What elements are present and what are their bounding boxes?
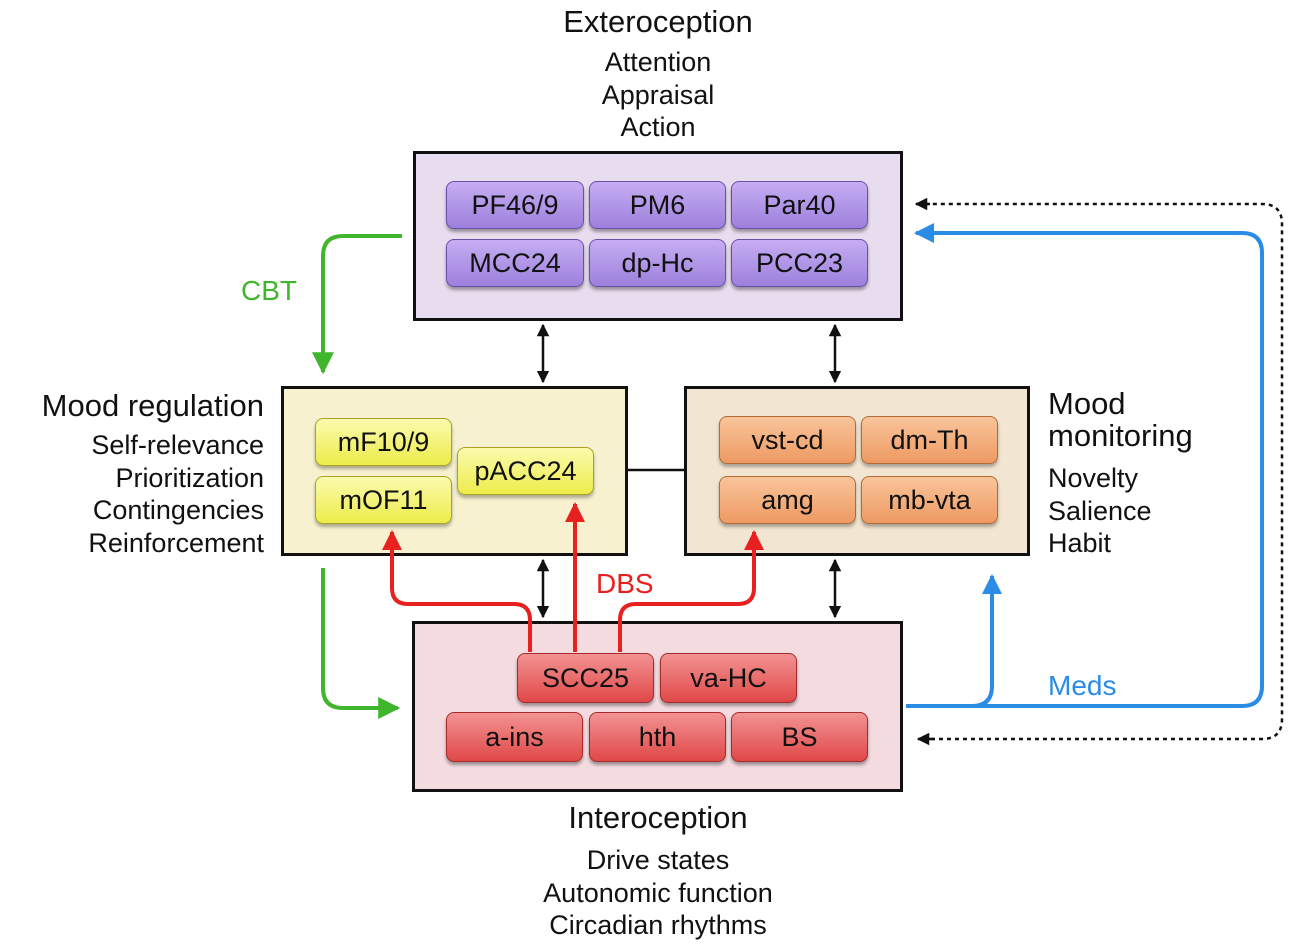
exteroception-function: Attention	[604, 47, 712, 77]
mood-regulation-title: Mood regulation	[41, 388, 264, 423]
region-chip: a-ins	[446, 712, 583, 762]
mood-monitoring-panel	[684, 386, 1030, 556]
mood-regulation-function: Reinforcement	[88, 527, 264, 558]
mood-monitoring-title-line: monitoring	[1048, 418, 1193, 453]
region-chip: mF10/9	[315, 418, 452, 466]
region-chip: dm-Th	[861, 416, 998, 464]
mood-regulation-function: Self-relevance	[91, 430, 264, 460]
feedback-loop-dotted	[914, 202, 1284, 741]
dbs-label: DBS	[596, 568, 654, 599]
region-chip: PM6	[589, 181, 726, 229]
interoception-function: Drive states	[586, 845, 730, 875]
interoception-function: Circadian rhythms	[549, 910, 767, 940]
region-chip: mb-vta	[861, 476, 998, 524]
region-chip: PCC23	[731, 239, 868, 287]
cbt-arrow-bottom	[321, 568, 401, 719]
region-chip: Par40	[731, 181, 868, 229]
cbt-label: CBT	[241, 275, 297, 306]
mood-regulation-function: Contingencies	[92, 495, 264, 525]
mood-monitoring-title-line: Mood	[1048, 386, 1126, 421]
mood-monitoring-function: Salience	[1048, 495, 1152, 526]
region-chip: BS	[731, 712, 868, 762]
interoception-functions: Drive states Autonomic function Circadia…	[470, 844, 846, 942]
exteroception-panel	[413, 151, 903, 321]
mood-regulation-functions: Self-relevance Prioritization Contingenc…	[0, 429, 264, 559]
interoception-title: Interoception	[568, 800, 748, 835]
dbs-arrow-left	[382, 530, 532, 652]
mood-monitoring-function: Novelty	[1048, 463, 1139, 493]
region-chip: dp-Hc	[589, 239, 726, 287]
mood-monitoring-functions: Novelty Salience Habit	[1048, 462, 1288, 560]
region-chip: amg	[719, 476, 856, 524]
meds-label: Meds	[1048, 670, 1117, 701]
exteroception-functions: Attention Appraisal Action	[520, 46, 796, 144]
mood-monitoring-title: Mood monitoring	[1048, 388, 1288, 452]
region-chip: PF46/9	[446, 181, 584, 229]
region-chip: MCC24	[446, 239, 584, 287]
exteroception-function: Action	[620, 112, 696, 142]
mood-regulation-function: Prioritization	[115, 462, 264, 493]
region-chip: mOF11	[315, 476, 452, 524]
dbs-arrow-right	[618, 530, 764, 652]
interoception-function: Autonomic function	[543, 877, 773, 908]
meds-arrow-inner	[971, 574, 1002, 708]
region-chip: vst-cd	[719, 416, 856, 464]
region-chip: pACC24	[457, 447, 594, 495]
region-chip: hth	[589, 712, 726, 762]
exteroception-function: Appraisal	[601, 79, 715, 110]
exteroception-title: Exteroception	[563, 4, 753, 39]
meds-arrow-outer	[906, 223, 1264, 708]
region-chip: va-HC	[660, 653, 797, 703]
cbt-arrow-top	[312, 234, 402, 375]
mood-monitoring-function: Habit	[1048, 528, 1112, 558]
region-chip: SCC25	[517, 653, 654, 703]
interoception-panel	[412, 621, 903, 792]
